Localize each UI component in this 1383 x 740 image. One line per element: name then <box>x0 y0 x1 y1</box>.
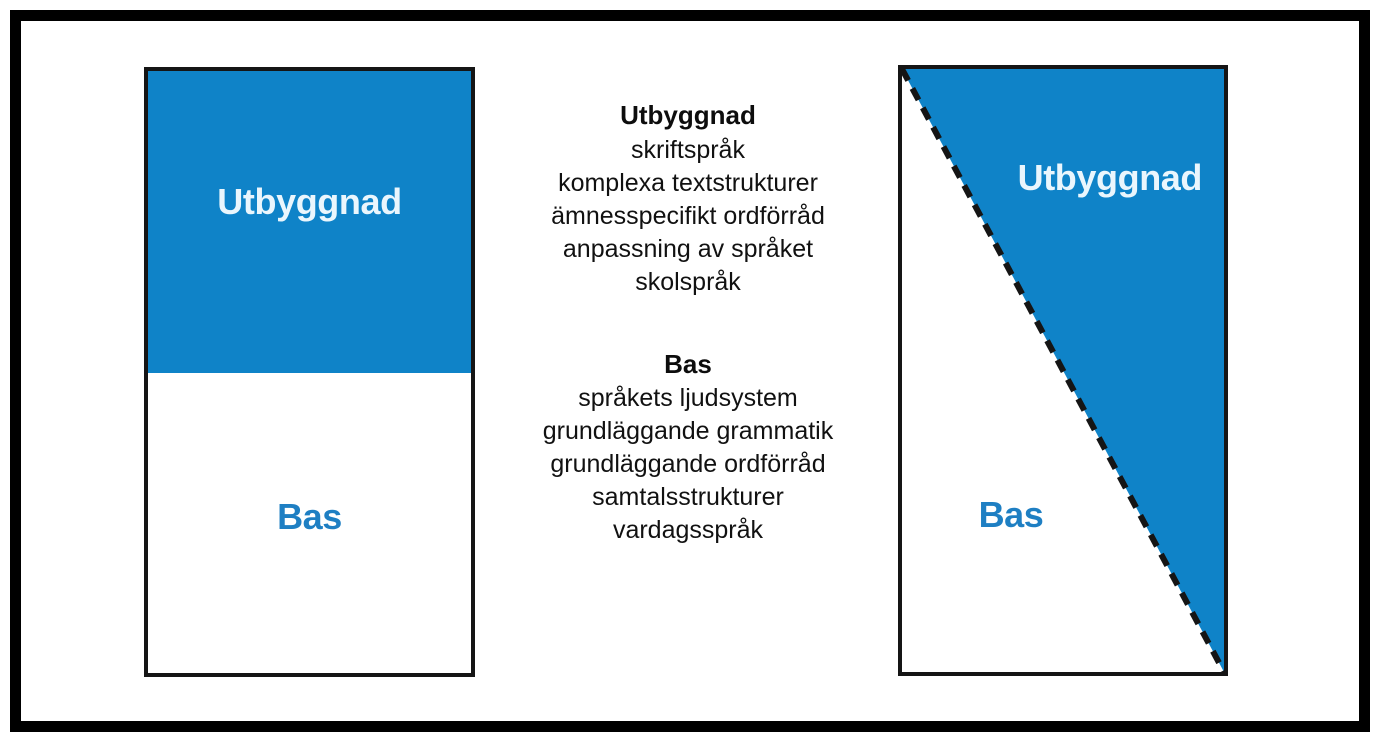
bas-line-2: grundläggande grammatik <box>542 417 834 446</box>
diagonal-split-shape <box>902 69 1224 672</box>
bas-line-4: samtalsstrukturer <box>592 483 784 512</box>
center-text-column: Utbyggnad skriftspråk komplexa textstruk… <box>483 100 893 547</box>
utbyggnad-heading: Utbyggnad <box>620 100 756 130</box>
left-stacked-rectangle: Utbyggnad Bas <box>144 67 475 677</box>
utbyggnad-line-3: ämnesspecifikt ordförråd <box>551 201 825 230</box>
right-utbyggnad-segment: Utbyggnad <box>902 157 1214 199</box>
right-diagonal-rectangle: Utbyggnad Bas <box>898 65 1228 676</box>
bas-line-1: språkets ljudsystem <box>578 384 798 413</box>
dashed-diagonal-divider <box>902 69 1224 672</box>
left-bas-segment: Bas <box>148 373 471 673</box>
bas-line-5: vardagsspråk <box>612 516 764 545</box>
utbyggnad-line-1: skriftspråk <box>631 135 745 164</box>
left-bas-label: Bas <box>277 496 342 537</box>
utbyggnad-line-2: komplexa textstrukturer <box>558 168 818 197</box>
utbyggnad-text-block: Utbyggnad skriftspråk komplexa textstruk… <box>483 100 893 299</box>
bas-heading: Bas <box>664 348 712 379</box>
utbyggnad-line-5: skolspråk <box>635 267 741 296</box>
right-bas-label: Bas <box>978 494 1044 535</box>
bas-line-3: grundläggande ordförråd <box>550 450 826 479</box>
left-utbyggnad-label: Utbyggnad <box>217 181 402 222</box>
right-utbyggnad-label: Utbyggnad <box>1017 157 1203 198</box>
text-block-spacer <box>483 299 893 349</box>
right-bas-segment: Bas <box>916 494 1106 536</box>
bas-text-block: Bas språkets ljudsystem grundläggande gr… <box>483 349 893 548</box>
left-utbyggnad-segment: Utbyggnad <box>148 71 471 373</box>
utbyggnad-line-4: anpassning av språket <box>562 234 814 263</box>
